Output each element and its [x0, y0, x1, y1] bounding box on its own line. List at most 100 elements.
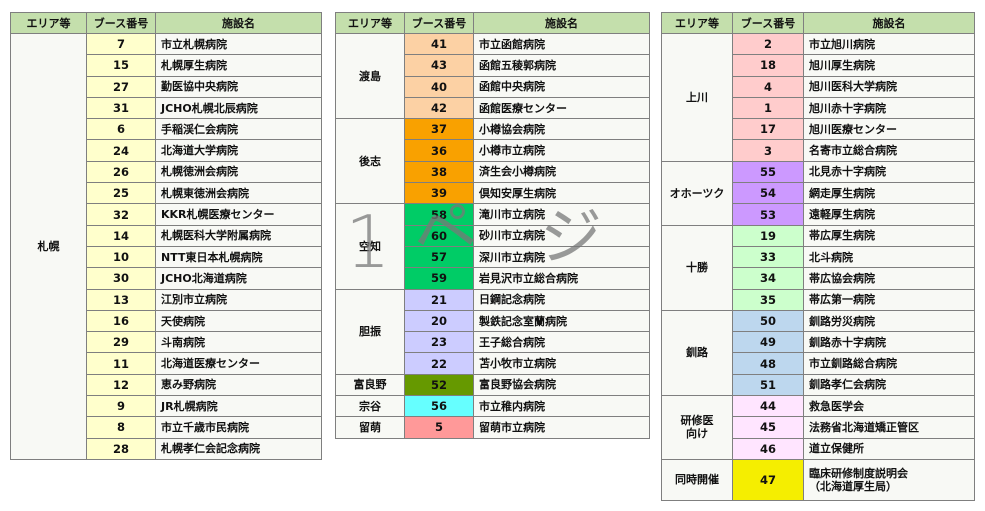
area-cell-sorachi: 空知: [335, 203, 405, 290]
facility-name: 網走厚生病院: [803, 182, 975, 205]
group-concurrent: 同時開催 47 臨床研修制度説明会 （北海道厚生局）: [661, 458, 975, 501]
header-booth-number: ブース番号: [404, 12, 474, 34]
facility-name: 斗南病院: [155, 331, 322, 354]
facility-name: 王子総合病院: [473, 331, 650, 354]
facility-name: 函館医療センター: [473, 96, 650, 120]
booth-number: 34: [732, 267, 804, 290]
booth-number: 19: [732, 224, 804, 247]
facility-name: JCHO札幌北辰病院: [155, 96, 322, 120]
header-area: エリア等: [10, 12, 87, 34]
area-cell-oshima: 渡島: [335, 32, 405, 120]
booth-number: 43: [404, 54, 474, 77]
booth-number: 38: [404, 160, 474, 184]
facility-name: 札幌厚生病院: [155, 54, 322, 77]
booth-number: 55: [732, 160, 804, 184]
booth-number: 23: [404, 331, 474, 354]
area-cell-shiribeshi: 後志: [335, 118, 405, 205]
facility-name: 岩見沢市立総合病院: [473, 267, 650, 290]
booth-number: 56: [404, 395, 474, 418]
table-row: 釧路 50 釧路労災病院: [661, 309, 975, 397]
facility-name: JR札幌病院: [155, 395, 322, 418]
header-facility-name: 施設名: [155, 12, 322, 34]
header-booth-number: ブース番号: [732, 12, 804, 34]
area-cell-sapporo: 札幌: [10, 33, 87, 460]
facility-name: 札幌孝仁会記念病院: [155, 437, 322, 460]
booth-number: 54: [732, 182, 804, 205]
table-row: 宗谷 56 市立稚内病院: [335, 395, 650, 418]
area-cell-furano: 富良野: [335, 373, 405, 397]
facility-name: 済生会小樽病院: [473, 160, 650, 184]
booth-number: 48: [732, 352, 804, 375]
facility-name: 製鉄記念室蘭病院: [473, 309, 650, 333]
header-area: エリア等: [661, 12, 733, 34]
facility-name: 旭川赤十字病院: [803, 96, 975, 120]
area-cell-iburi: 胆振: [335, 288, 405, 375]
facility-name: 釧路赤十字病院: [803, 331, 975, 354]
booth-number: 45: [732, 416, 804, 439]
area-cell-okhotsk: オホーツク: [661, 160, 733, 226]
booth-number: 31: [86, 96, 156, 120]
facility-name: 北見赤十字病院: [803, 160, 975, 184]
facility-name: 帯広厚生病院: [803, 224, 975, 247]
facility-name: 市立稚内病院: [473, 395, 650, 418]
booth-number: 46: [732, 437, 804, 460]
group-furano: 富良野 52 富良野協会病院: [335, 373, 650, 397]
facility-name: 札幌徳洲会病院: [155, 160, 322, 184]
booth-number: 53: [732, 203, 804, 226]
area-cell-kushiro: 釧路: [661, 309, 733, 397]
table-row: 後志 37 小樽協会病院: [335, 118, 650, 205]
booth-number: 49: [732, 331, 804, 354]
facility-name: 苫小牧市立病院: [473, 352, 650, 375]
table-row: 渡島 41 市立函館病院: [335, 32, 650, 120]
booth-number: 25: [86, 182, 156, 205]
area-cell-concurrent: 同時開催: [661, 458, 733, 501]
booth-number: 47: [732, 458, 804, 501]
table-row: 十勝 19 帯広厚生病院: [661, 224, 975, 311]
facility-name: 砂川市立病院: [473, 224, 650, 247]
area-cell-soya: 宗谷: [335, 395, 405, 418]
booth-number: 32: [86, 203, 156, 226]
facility-name: 北海道大学病院: [155, 139, 322, 162]
table-row: オホーツク 55 北見赤十字病院: [661, 160, 975, 226]
booth-number: 10: [86, 245, 156, 269]
facility-name: KKR札幌医療センター: [155, 203, 322, 226]
booth-number: 33: [732, 245, 804, 269]
facility-name: 札幌東徳洲会病院: [155, 182, 322, 205]
facility-name: 恵み野病院: [155, 373, 322, 397]
facility-name: 富良野協会病院: [473, 373, 650, 397]
table-row: 研修医 向け 44 救急医学会: [661, 395, 975, 460]
table-row: 札幌 7 市立札幌病院: [10, 32, 322, 460]
booth-number: 58: [404, 203, 474, 226]
booth-number: 1: [732, 96, 804, 120]
